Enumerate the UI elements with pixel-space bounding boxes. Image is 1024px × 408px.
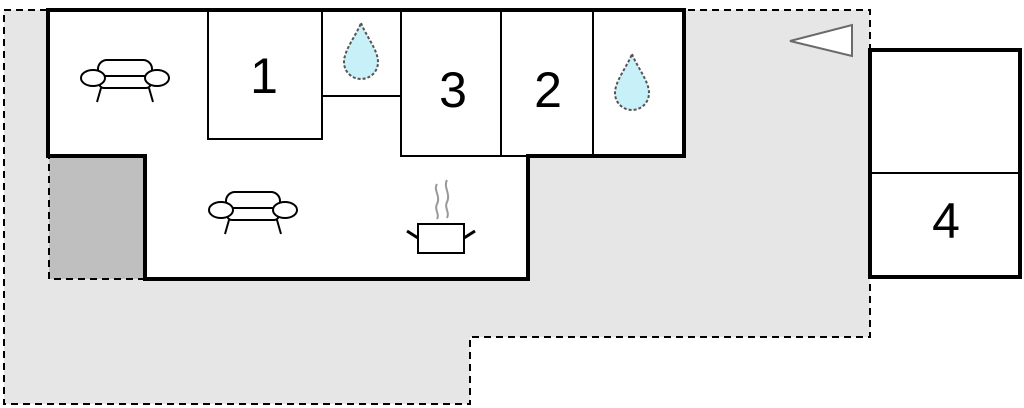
room-number-1: 1 [250,48,278,104]
room-number-2: 2 [534,62,562,118]
annex-building [868,48,1022,279]
water-drop-icon [342,20,380,81]
room-number-3: 3 [439,62,467,118]
interior-walls [207,9,594,157]
covered-area [48,156,145,280]
sofa-icon [80,59,170,103]
sofa-icon [208,191,298,235]
room-number-4: 4 [932,193,960,249]
water-drop-icon [613,51,651,112]
entrance-arrow-icon [789,23,853,58]
cooking-pot-icon [406,179,476,254]
